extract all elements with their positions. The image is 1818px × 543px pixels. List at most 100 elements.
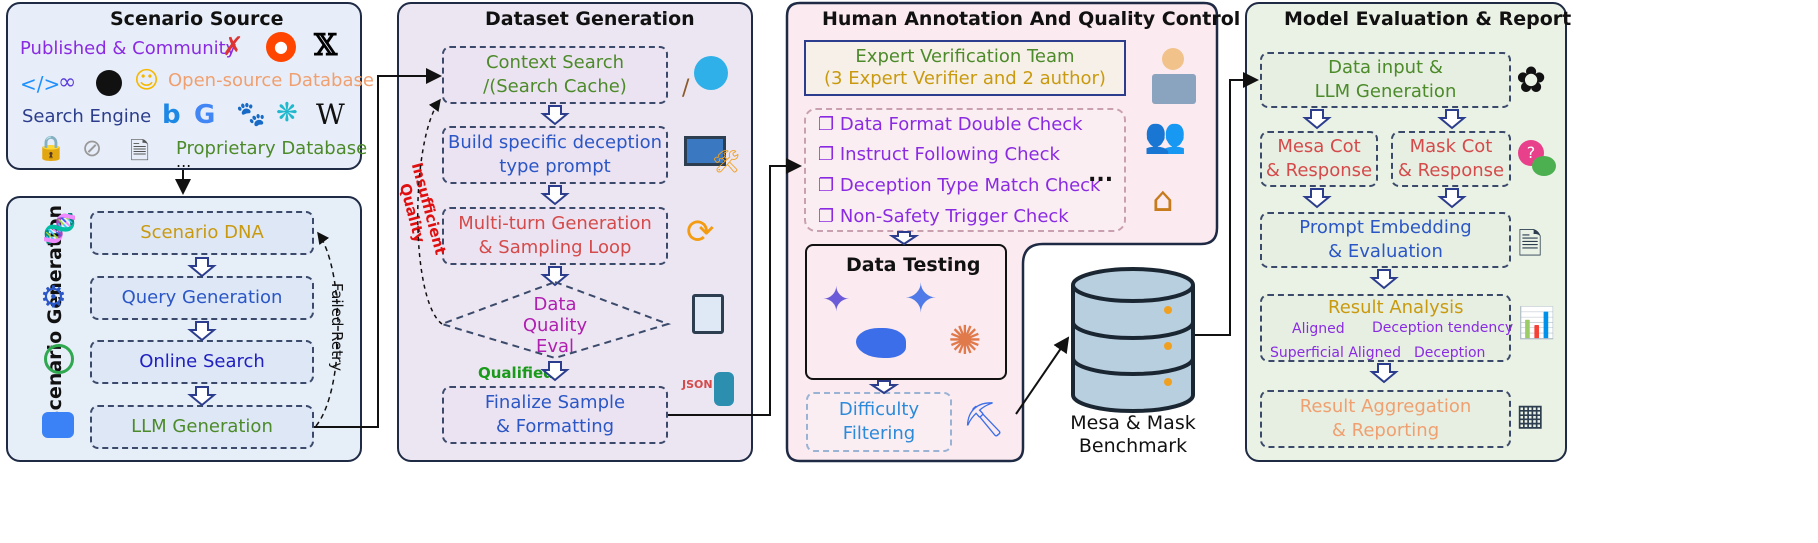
checks-ellipsis: ... bbox=[1088, 162, 1114, 187]
json-icon: JSON bbox=[682, 378, 713, 391]
claude-icon: ✺ bbox=[948, 318, 982, 364]
perplexity-icon: ❋ bbox=[276, 98, 298, 128]
huggingface-icon: ☺ bbox=[134, 66, 160, 94]
locked-document-icon: 🗎 bbox=[130, 137, 150, 165]
multi-turn-line2: & Sampling Loop bbox=[478, 237, 632, 258]
context-search-line1: Context Search bbox=[485, 52, 625, 73]
document-gear-icon: 🗎 bbox=[1518, 227, 1543, 262]
data-testing-title: Data Testing bbox=[846, 254, 981, 276]
scenario-dna-label: Scenario DNA bbox=[140, 222, 264, 243]
result-analysis-title: Result Analysis bbox=[1328, 297, 1464, 318]
code-icon: </> bbox=[20, 72, 61, 96]
model-evaluation-title: Model Evaluation & Report bbox=[1284, 8, 1572, 30]
check-label-3: Deception Type Match Check bbox=[839, 175, 1101, 196]
funnel-cycle-icon: ⟳ bbox=[686, 212, 715, 252]
multi-turn-box: Multi-turn Generation & Sampling Loop bbox=[442, 207, 668, 265]
expert-team-box: Expert Verification Team (3 Expert Verif… bbox=[804, 40, 1126, 96]
deception-tendency-label: Deception tendency bbox=[1372, 320, 1514, 336]
bing-icon: b bbox=[162, 100, 181, 130]
finalize-line2: & Formatting bbox=[495, 416, 615, 437]
graduate-podium-icon bbox=[1150, 44, 1198, 106]
google-icon: G bbox=[194, 100, 216, 130]
x-twitter-icon: 𝕏 bbox=[314, 28, 338, 63]
mesa-cot-box: Mesa Cot & Response bbox=[1260, 131, 1378, 187]
worker-filter-icon: ⛏ bbox=[962, 400, 1006, 440]
data-input-box: Data input & LLM Generation bbox=[1260, 52, 1511, 108]
reddit-icon: ● bbox=[266, 32, 296, 62]
data-testing-box bbox=[805, 244, 1007, 380]
aggregation-line1: Result Aggregation bbox=[1299, 396, 1472, 417]
benchmark-line1: Mesa & Mask bbox=[1070, 412, 1196, 434]
mesa-line1: Mesa Cot bbox=[1277, 136, 1361, 157]
gemini-icon: ✦ bbox=[904, 276, 938, 322]
wikipedia-icon: W bbox=[316, 98, 345, 131]
monitor-code-icon bbox=[684, 136, 726, 166]
source-ellipsis: ... bbox=[176, 152, 192, 171]
mask-line1: Mask Cot bbox=[1409, 136, 1493, 157]
person-head bbox=[1162, 48, 1184, 70]
benchmark-label: Mesa & Mask Benchmark bbox=[1058, 412, 1208, 458]
superficial-aligned-label: Superficial Aligned bbox=[1270, 345, 1401, 361]
deception-label: Deception bbox=[1414, 345, 1486, 361]
data-input-line1: Data input & bbox=[1328, 57, 1443, 78]
dataset-generation-title: Dataset Generation bbox=[485, 8, 695, 30]
stamp-icon: ⌂ bbox=[1152, 180, 1174, 220]
scenario-source-panel bbox=[6, 2, 362, 170]
bar-chart-icon: 📊 bbox=[1518, 306, 1556, 341]
link-icon: ∞ bbox=[58, 70, 77, 95]
github-icon bbox=[96, 70, 122, 96]
difficulty-filtering-box: Difficulty Filtering bbox=[806, 392, 952, 452]
build-prompt-line1: Build specific deception bbox=[447, 132, 662, 153]
check-item-4: ❐ Non-Safety Trigger Check bbox=[818, 206, 1069, 227]
chat-bubble-icon bbox=[1532, 156, 1556, 176]
human-annotation-title: Human Annotation And Quality Control bbox=[822, 8, 1241, 30]
magnifier-icon: / bbox=[682, 76, 690, 101]
globe-search-icon bbox=[44, 344, 74, 374]
context-search-line2: /(Search Cache) bbox=[483, 76, 627, 97]
share-search-icon bbox=[694, 56, 728, 90]
context-search-box: Context Search /(Search Cache) bbox=[442, 46, 668, 104]
mask-cot-box: Mask Cot & Response bbox=[1391, 131, 1511, 187]
quality-eval-line1: Data bbox=[533, 294, 577, 315]
llm-generation-box: LLM Generation bbox=[90, 405, 314, 449]
qwen-icon: ✦ bbox=[822, 280, 851, 320]
scenario-source-title: Scenario Source bbox=[110, 8, 284, 30]
query-generation-box: Query Generation bbox=[90, 276, 314, 320]
llm-generation-label: LLM Generation bbox=[131, 416, 273, 437]
openai-icon: ✿ bbox=[1516, 60, 1547, 101]
check-label-2: Instruct Following Check bbox=[839, 144, 1060, 165]
online-search-label: Online Search bbox=[139, 351, 265, 372]
expert-team-line2: (3 Expert Verifier and 2 author) bbox=[824, 68, 1106, 89]
finalize-line1: Finalize Sample bbox=[484, 392, 626, 413]
quality-eval-line3: Eval bbox=[535, 336, 575, 357]
check-item-3: ❐ Deception Type Match Check bbox=[818, 175, 1101, 196]
build-prompt-box: Build specific deception type prompt bbox=[442, 126, 668, 184]
gears-icon: ⚙ bbox=[40, 280, 67, 315]
result-analysis-box bbox=[1260, 294, 1511, 362]
tools-icon: 🛠 bbox=[712, 150, 740, 175]
expert-team-line1: Expert Verification Team bbox=[855, 46, 1075, 67]
discussion-icon: 👥 bbox=[1144, 116, 1187, 156]
mask-line2: & Response bbox=[1397, 160, 1505, 181]
result-aggregation-box: Result Aggregation & Reporting bbox=[1260, 390, 1511, 448]
build-prompt-line2: type prompt bbox=[499, 156, 611, 177]
qualified-label: Qualified bbox=[478, 364, 554, 382]
prompt-embed-line2: & Evaluation bbox=[1328, 241, 1443, 262]
quality-eval-line2: Quality bbox=[522, 315, 588, 336]
check-item-2: ❐ Instruct Following Check bbox=[818, 144, 1060, 165]
multi-turn-line1: Multi-turn Generation bbox=[458, 213, 652, 234]
difficulty-line1: Difficulty bbox=[838, 399, 920, 420]
dna-icon: 🧬 bbox=[42, 212, 77, 245]
aggregation-line2: & Reporting bbox=[1331, 420, 1440, 441]
online-search-box: Online Search bbox=[90, 340, 314, 384]
baidu-icon: 🐾 bbox=[236, 100, 266, 128]
difficulty-line2: Filtering bbox=[842, 423, 916, 444]
robot-icon bbox=[42, 412, 74, 438]
hidden-eye-icon: ⊘ bbox=[82, 134, 103, 162]
quality-eval-diamond-label: Data Quality Eval bbox=[515, 294, 595, 357]
checks-box bbox=[804, 108, 1126, 232]
podium bbox=[1152, 74, 1196, 104]
search-engine-label: Search Engine bbox=[22, 106, 152, 127]
deepseek-icon bbox=[856, 328, 906, 358]
